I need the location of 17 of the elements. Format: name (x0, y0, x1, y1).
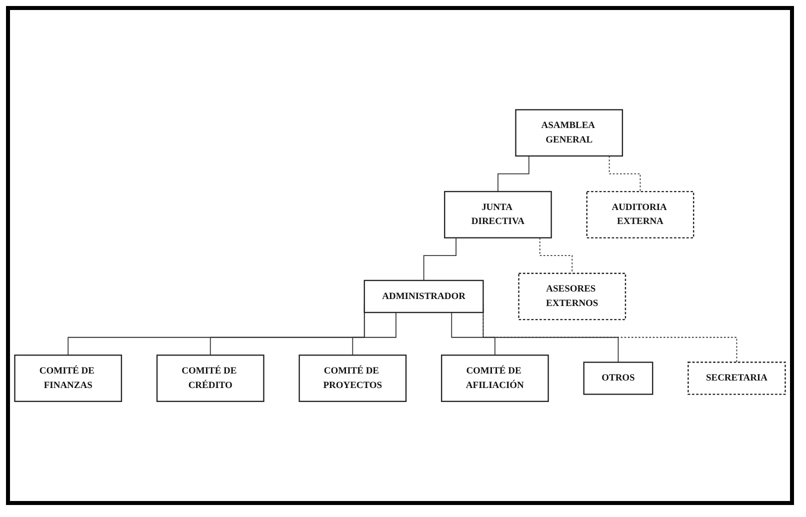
connector (352, 312, 396, 356)
node-box: COMITÉ DE CRÉDITO (156, 354, 264, 402)
node-box: ASAMBLEA GENERAL (515, 109, 624, 156)
node-box: COMITÉ DE FINANZAS (14, 354, 122, 402)
node-box: SECRETARIA (688, 362, 786, 395)
node-box: COMITÉ DE AFILIACIÓN (440, 354, 549, 402)
node-box: COMITÉ DE PROYECTOS (298, 354, 407, 402)
node-box: JUNTA DIRECTIVA (444, 190, 552, 238)
node-box: ADMINISTRADOR (364, 280, 484, 313)
node-box: AUDITORIA EXTERNA (586, 190, 694, 238)
node-box: ASESORES EXTERNOS (518, 272, 626, 320)
connector (423, 237, 456, 281)
connector (451, 312, 496, 356)
connector (539, 237, 573, 274)
connector (498, 155, 530, 192)
node-box: OTROS (583, 362, 654, 395)
connector (608, 155, 641, 192)
